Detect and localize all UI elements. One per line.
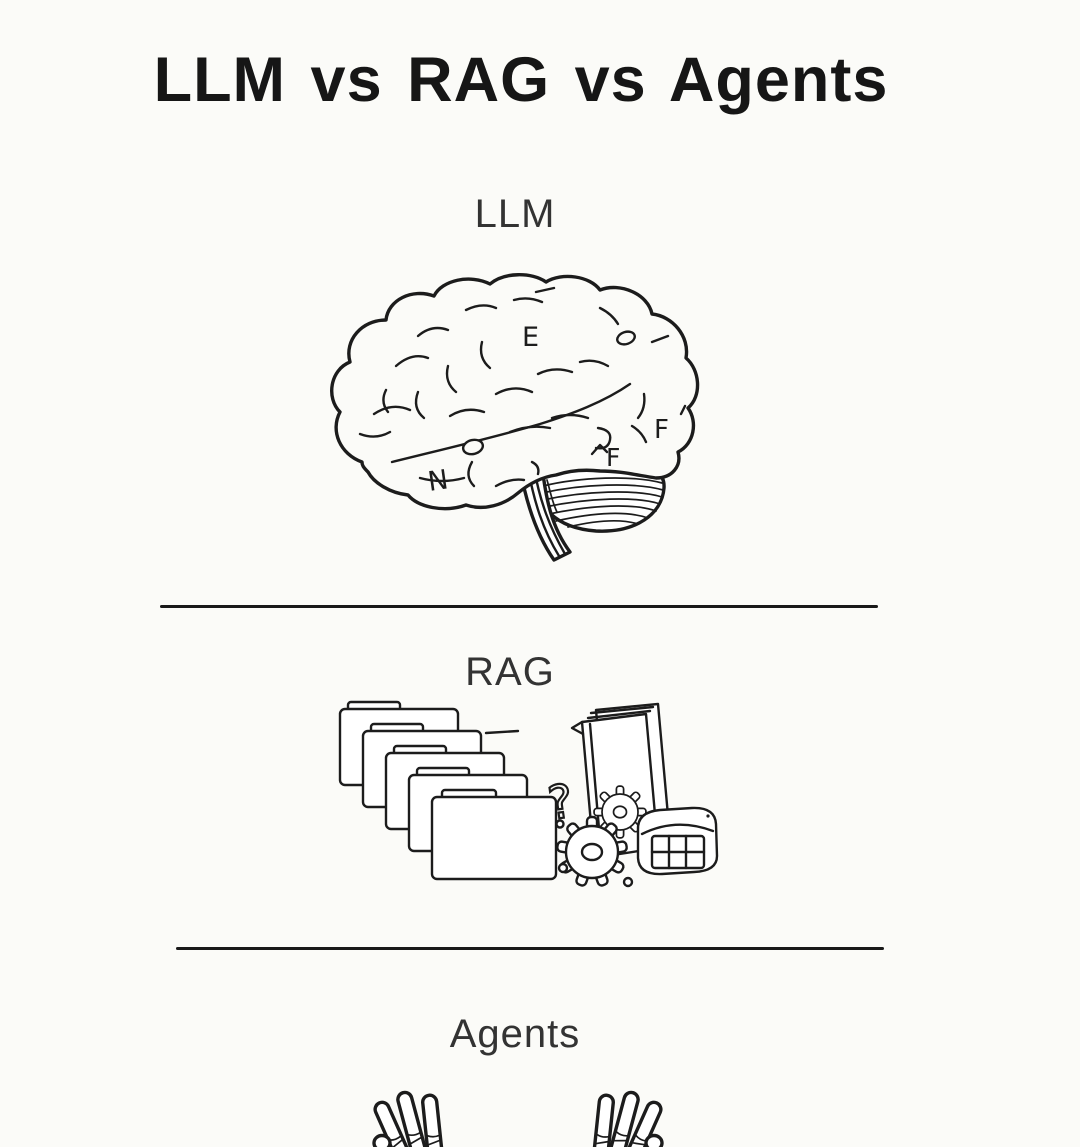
left-thumb [372, 1133, 392, 1147]
gyrus-oval [616, 330, 636, 346]
brain-letter-e: E [522, 322, 539, 353]
cerebrum: E F F N [330, 273, 700, 511]
caret-mark [590, 443, 609, 456]
database-cylinder-icon [636, 806, 719, 876]
tick-mark [679, 404, 687, 416]
dash-mark [484, 729, 520, 735]
rag-illustration: ? [338, 700, 719, 888]
folder-stack-icon [338, 700, 558, 881]
left-hand-icon [372, 1090, 446, 1147]
section-heading-llm: LLM [474, 192, 556, 236]
section-divider [176, 947, 884, 950]
gears-icon [555, 785, 647, 888]
gyrus-oval [461, 438, 485, 456]
brain-letter-f-lower: F [606, 443, 620, 472]
page-title: LLM vs RAG vs Agents [153, 45, 889, 115]
right-hand-icon [590, 1090, 664, 1147]
right-thumb [644, 1133, 664, 1147]
section-heading-agents: Agents [449, 1012, 581, 1056]
section-divider [160, 605, 878, 608]
cerebellum [537, 461, 666, 533]
brain-icon: E F F N [330, 273, 700, 562]
hands-illustration [372, 1090, 664, 1147]
brain-letter-f-right: F [654, 415, 669, 445]
brain-letter-n: N [426, 464, 450, 498]
section-heading-rag: RAG [465, 650, 555, 694]
